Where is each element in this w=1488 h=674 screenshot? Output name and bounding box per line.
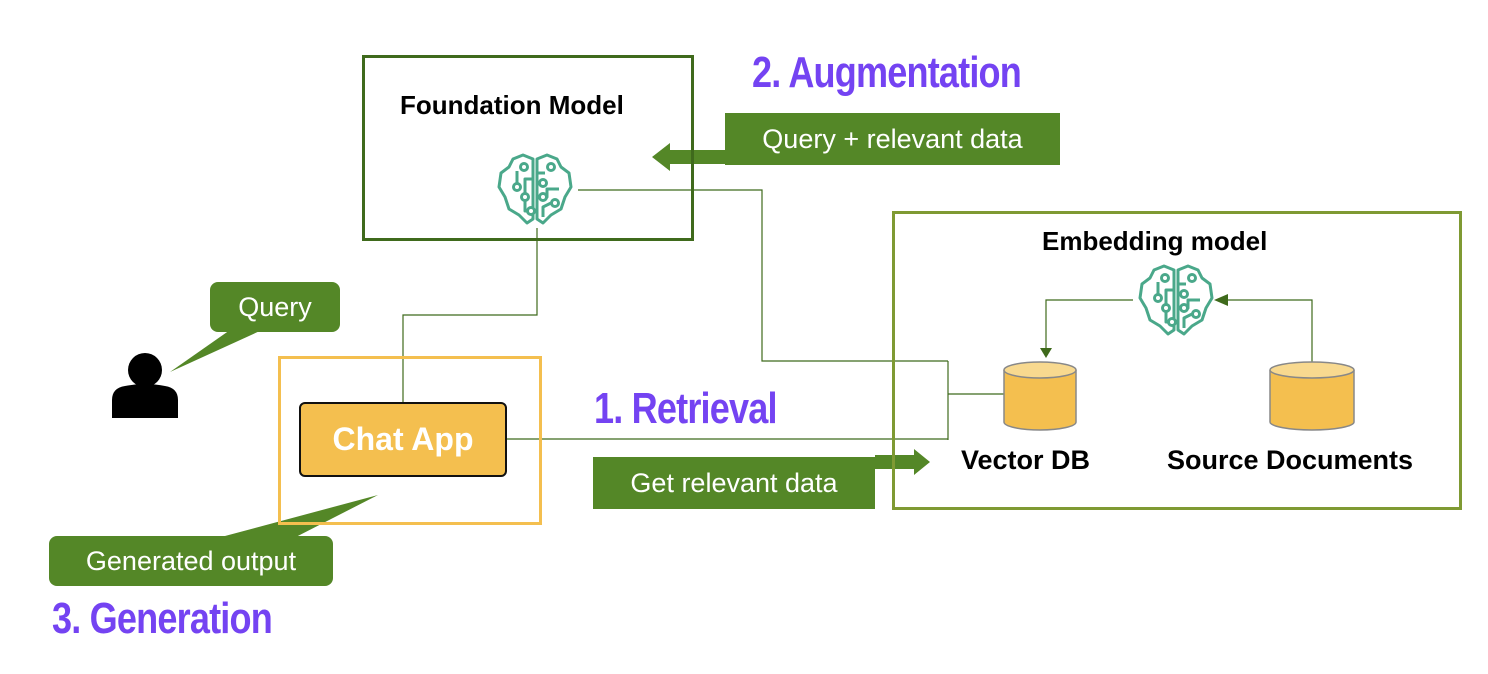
chat-app-container xyxy=(278,356,542,525)
chat-app-box: Chat App xyxy=(299,402,507,477)
source-documents-label: Source Documents xyxy=(1167,445,1414,475)
retrieval-arrow-head xyxy=(875,449,930,475)
generated-bubble-tail xyxy=(210,495,378,540)
arrowhead-left-icon xyxy=(1214,294,1228,306)
foundation-model-box xyxy=(362,55,694,241)
query-bubble-tail xyxy=(170,330,262,372)
foundation-model-title: Foundation Model xyxy=(400,90,624,120)
connector-fm-to-vectordb xyxy=(578,189,948,362)
embedding-model-brain-icon xyxy=(1138,264,1214,336)
step-generation: 3. Generation xyxy=(52,594,273,643)
connector-source-to-embed xyxy=(1222,299,1313,362)
query-bubble: Query xyxy=(210,282,340,332)
user-icon xyxy=(112,353,178,418)
step-retrieval: 1. Retrieval xyxy=(594,384,778,433)
generated-output-bubble: Generated output xyxy=(49,536,333,586)
embedding-model-title: Embedding model xyxy=(1042,226,1268,256)
embedding-model-box xyxy=(892,211,1462,510)
source-documents-cylinder-icon xyxy=(1269,361,1355,431)
vector-db-label: Vector DB xyxy=(961,445,1091,475)
augmentation-arrow-head xyxy=(652,143,725,171)
retrieval-arrow-label: Get relevant data xyxy=(593,457,875,509)
vector-db-cylinder-icon xyxy=(1003,361,1077,431)
arrowhead-down-icon xyxy=(1040,348,1052,358)
connector-embed-to-vectordb xyxy=(1045,299,1133,350)
step-augmentation: 2. Augmentation xyxy=(752,48,1022,97)
foundation-model-brain-icon xyxy=(497,153,573,225)
augmentation-arrow-label: Query + relevant data xyxy=(725,113,1060,165)
